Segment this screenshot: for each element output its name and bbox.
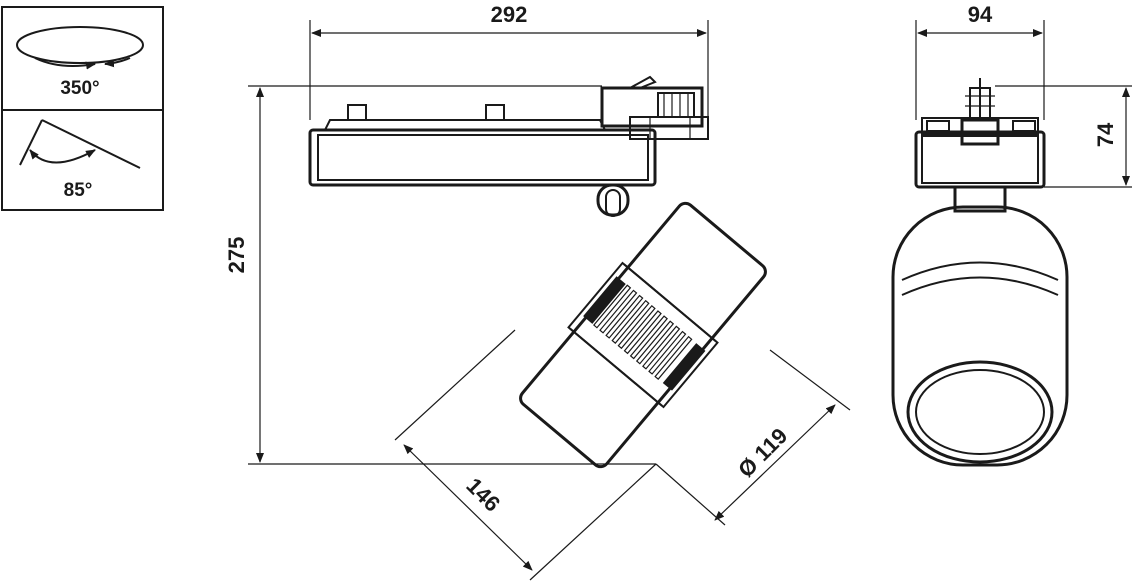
tilt-icon	[19, 119, 141, 169]
side-height-dimension	[995, 85, 1132, 188]
side-view	[891, 78, 1069, 467]
width-dimension	[309, 20, 709, 120]
rotation-label: 350°	[60, 78, 99, 99]
side-height-label: 74	[1093, 122, 1118, 147]
cooling-fins	[593, 284, 693, 380]
front-view	[308, 75, 767, 469]
tilt-label: 85°	[64, 180, 93, 201]
rotation-icon	[16, 26, 144, 70]
width-label: 292	[491, 2, 528, 27]
diameter-label: Ø 119	[733, 423, 792, 482]
depth-label: 146	[461, 473, 505, 517]
side-width-dimension	[915, 20, 1045, 120]
side-width-label: 94	[968, 2, 993, 27]
legend-box: 350° 85°	[1, 6, 164, 211]
depth-dimension	[394, 329, 657, 581]
height-label: 275	[224, 237, 249, 274]
diameter-dimension	[655, 349, 851, 526]
